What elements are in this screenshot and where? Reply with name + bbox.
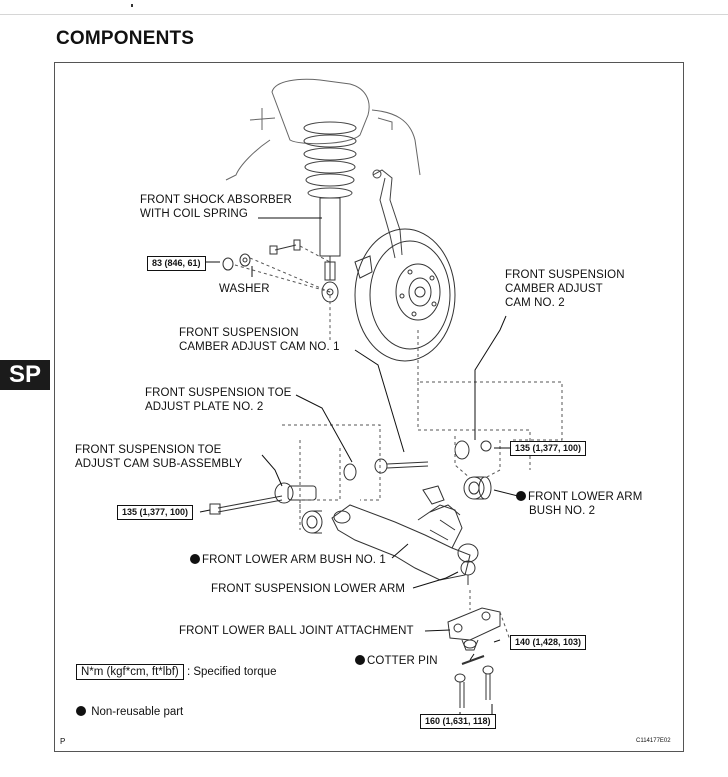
label-toe-plate-line1: FRONT SUSPENSION TOE bbox=[145, 387, 292, 399]
label-camber-cam-1-line1: FRONT SUSPENSION bbox=[179, 327, 299, 339]
label-cotter-pin: COTTER PIN bbox=[355, 654, 438, 668]
knuckle-drawing bbox=[372, 169, 403, 259]
legend-nonreusable: Non-reusable part bbox=[76, 706, 183, 718]
legend-nonreusable-text: Non-reusable part bbox=[91, 706, 184, 718]
label-washer: WASHER bbox=[219, 283, 270, 295]
label-shock-absorber-line2: WITH COIL SPRING bbox=[140, 208, 248, 220]
label-camber-cam-1: FRONT SUSPENSION CAMBER ADJUST CAM NO. 1 bbox=[179, 326, 340, 354]
legend-torque-desc: : Specified torque bbox=[186, 666, 277, 678]
torque-toe-cam-bolt: 135 (1,377, 100) bbox=[117, 505, 194, 520]
nonreusable-dot-icon bbox=[516, 491, 526, 501]
label-camber-cam-2-line1: FRONT SUSPENSION bbox=[505, 269, 625, 281]
torque-cam-2-nut: 135 (1,377, 100) bbox=[510, 441, 587, 456]
label-toe-cam-line2: ADJUST CAM SUB-ASSEMBLY bbox=[75, 458, 243, 470]
torque-shock-bolt: 83 (846, 61) bbox=[147, 256, 206, 271]
torque-attachment-bolts: 160 (1,631, 118) bbox=[420, 714, 496, 729]
label-camber-cam-2-line2: CAMBER ADJUST bbox=[505, 283, 603, 295]
label-ball-joint: FRONT LOWER BALL JOINT ATTACHMENT bbox=[179, 625, 414, 637]
ball-joint-drawing bbox=[447, 607, 501, 708]
label-cotter-pin-text: COTTER PIN bbox=[367, 655, 438, 667]
fasteners-drawing bbox=[209, 239, 492, 515]
label-toe-plate: FRONT SUSPENSION TOE ADJUST PLATE NO. 2 bbox=[145, 386, 291, 414]
lower-arm-drawing bbox=[331, 485, 479, 585]
coil-spring-drawing bbox=[303, 121, 357, 199]
label-bush-2-line2: BUSH NO. 2 bbox=[529, 505, 596, 517]
label-toe-cam: FRONT SUSPENSION TOE ADJUST CAM SUB-ASSE… bbox=[75, 443, 242, 471]
label-toe-cam-line1: FRONT SUSPENSION TOE bbox=[75, 444, 222, 456]
header-rule bbox=[0, 14, 728, 15]
nonreusable-dot-icon bbox=[76, 706, 86, 716]
torque-ball-joint-nut: 140 (1,428, 103) bbox=[510, 635, 587, 650]
upper-mount-drawing bbox=[225, 78, 421, 181]
page-letter: P bbox=[60, 737, 66, 746]
shock-body-drawing bbox=[319, 197, 341, 303]
page-heading: COMPONENTS bbox=[56, 28, 195, 49]
bushings-drawing bbox=[301, 476, 492, 534]
header-mark bbox=[131, 4, 133, 7]
label-bush-1-text: FRONT LOWER ARM BUSH NO. 1 bbox=[202, 554, 386, 566]
label-camber-cam-2: FRONT SUSPENSION CAMBER ADJUST CAM NO. 2 bbox=[505, 268, 625, 310]
label-camber-cam-1-line2: CAMBER ADJUST CAM NO. 1 bbox=[179, 341, 340, 353]
label-shock-absorber: FRONT SHOCK ABSORBER WITH COIL SPRING bbox=[140, 193, 292, 221]
label-lower-arm: FRONT SUSPENSION LOWER ARM bbox=[211, 583, 406, 595]
legend-torque-unit: N*m (kgf*cm, ft*lbf) bbox=[76, 664, 184, 680]
legend-torque: N*m (kgf*cm, ft*lbf) : Specified torque bbox=[76, 664, 277, 680]
brake-disc-drawing bbox=[354, 228, 456, 362]
label-toe-plate-line2: ADJUST PLATE NO. 2 bbox=[145, 401, 264, 413]
label-bush-2: FRONT LOWER ARM BUSH NO. 2 bbox=[516, 490, 642, 518]
diagram-frame bbox=[54, 62, 684, 752]
figure-code: C114177E02 bbox=[636, 738, 671, 744]
leader-lines bbox=[199, 217, 519, 724]
nonreusable-dot-icon bbox=[355, 655, 365, 665]
label-shock-absorber-line1: FRONT SHOCK ABSORBER bbox=[140, 194, 292, 206]
nonreusable-dot-icon bbox=[190, 554, 200, 564]
label-camber-cam-2-line3: CAM NO. 2 bbox=[505, 297, 565, 309]
label-bush-2-line1: FRONT LOWER ARM bbox=[528, 491, 643, 503]
section-tab: SP bbox=[0, 360, 50, 390]
label-bush-1: FRONT LOWER ARM BUSH NO. 1 bbox=[190, 553, 386, 567]
